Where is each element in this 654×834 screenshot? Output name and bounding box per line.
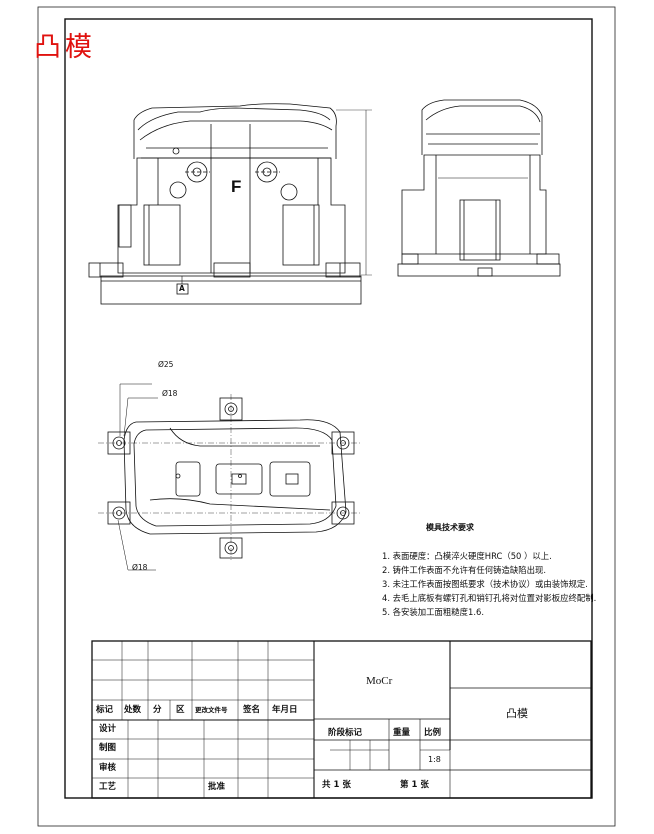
sheet-number: 第 1 张 [400,780,429,790]
stage-mark-label: 阶段标记 [328,728,363,738]
dimension-d18-top: Ø18 [162,389,178,398]
tech-heading: 模具技术要求 [426,523,474,532]
plan-view [98,383,360,571]
tech-item: 2. 铸件工作表面不允许有任何铸造缺陷出现. [382,565,547,575]
rev-header-div: 分 [153,705,162,715]
front-view [88,103,372,305]
sheets-total: 共 1 张 [322,780,351,790]
tech-item: 1. 表面硬度：凸模淬火硬度HRC（50 ）以上. [382,551,552,561]
outer-border [37,6,616,827]
rev-header-mark: 标记 [96,705,114,715]
scale-label: 比例 [424,728,442,738]
title-block-grid [91,640,592,799]
rev-header-count: 处数 [124,705,142,715]
rev-header-date: 年月日 [272,705,298,715]
tech-item: 5. 各安装加工面粗糙度1.6. [382,607,485,617]
rev-header-sign: 签名 [243,705,261,715]
inner-frame [64,18,593,799]
rev-header-zone: 区 [176,705,185,715]
material-value: MoCr [366,675,393,687]
role-design: 设计 [99,724,117,734]
part-name: 凸模 [506,707,528,720]
rev-header-docno: 更改文件号 [195,706,228,714]
role-process: 工艺 [99,782,117,792]
weight-label: 重量 [393,728,411,738]
dimension-d25: Ø25 [158,360,174,369]
role-drawing: 制图 [99,743,117,753]
tech-item: 3. 未注工作表面按图纸要求（技术协议）或由装饰规定. [382,579,588,589]
role-approve: 批准 [208,782,226,792]
side-base-plate [397,263,561,277]
dimension-d18-bottom: Ø18 [132,563,148,572]
tech-item: 4. 去毛上底板有螺钉孔和销钉孔将对位置对影板应终配制. [382,593,597,603]
front-base-plate [100,275,362,305]
role-review: 审核 [99,763,117,773]
view-label-f: F [231,177,242,196]
datum-label-a: A [179,284,185,293]
page-title: 凸模 [34,32,96,63]
side-view [397,99,561,277]
scale-value: 1:8 [428,755,441,764]
